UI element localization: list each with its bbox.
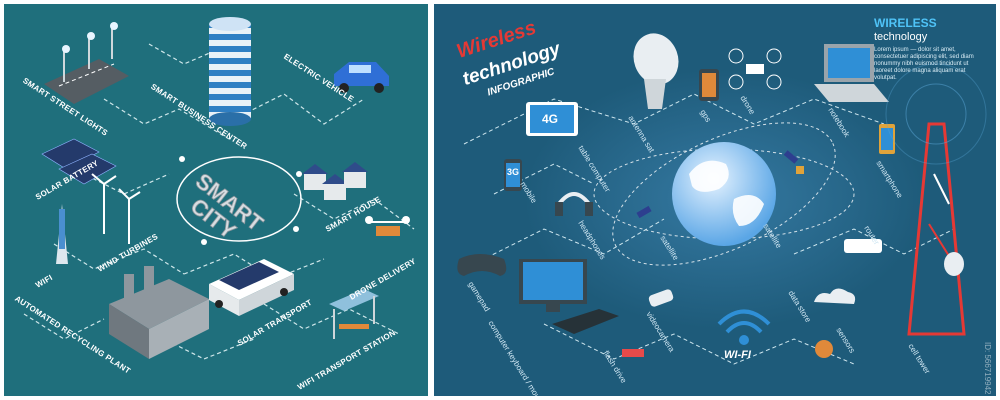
sensor-icon [815, 340, 833, 358]
tablet-icon [526, 102, 578, 136]
info-subtitle: technology [874, 31, 928, 43]
smart-city-panel: SMART CITY SMART STREET LIGHTS SMART BUS… [4, 4, 428, 396]
city-ring [176, 156, 302, 242]
cloud-icon [814, 288, 856, 304]
wifi-station-icon [329, 289, 379, 339]
label-wifi: WI-FI [724, 349, 751, 361]
wireless-panel: Wireless technology INFOGRAPHIC WIRELESS… [434, 4, 996, 396]
computer-icon [519, 259, 619, 334]
mobile-icon [504, 159, 522, 191]
drone-icon [728, 48, 782, 90]
smart-house-icon [302, 162, 368, 200]
street-lights-icon [44, 22, 129, 104]
flash-drive-icon [622, 349, 644, 357]
badge-3g: 3G [507, 167, 520, 177]
electric-car-icon [334, 62, 389, 93]
info-title: WIRELESS [874, 16, 937, 30]
wifi-icon [717, 309, 771, 345]
recycling-plant-icon [109, 266, 209, 359]
cell-tower-icon [885, 63, 987, 336]
videocamera-icon [648, 289, 674, 307]
headphones-icon [555, 192, 593, 216]
wireless-graphics [457, 33, 987, 365]
router-icon [844, 239, 882, 253]
globe-icon [672, 142, 776, 246]
wifi-tower-icon [56, 204, 68, 264]
info-body: Lorem ipsum — dolor sit amet, consectetu… [874, 47, 974, 81]
solar-bus-icon [209, 259, 294, 316]
satellite-dish-icon [633, 33, 679, 109]
notebook-icon [814, 44, 889, 102]
solar-battery-icon [41, 138, 117, 185]
wind-turbines-icon [91, 173, 141, 244]
satellite-icon [636, 150, 804, 219]
smart-city-graphics: SMART CITY [23, 17, 415, 360]
badge-4g: 4G [542, 112, 559, 126]
gamepad-icon [457, 254, 507, 276]
smart-city-logo: SMART CITY [186, 168, 269, 245]
business-center-icon [209, 17, 251, 126]
stock-id: ID: 566719942 [983, 341, 992, 395]
delivery-drone-icon [365, 216, 410, 236]
info-box: WIRELESS technology Lorem ipsum — dolor … [874, 16, 986, 82]
